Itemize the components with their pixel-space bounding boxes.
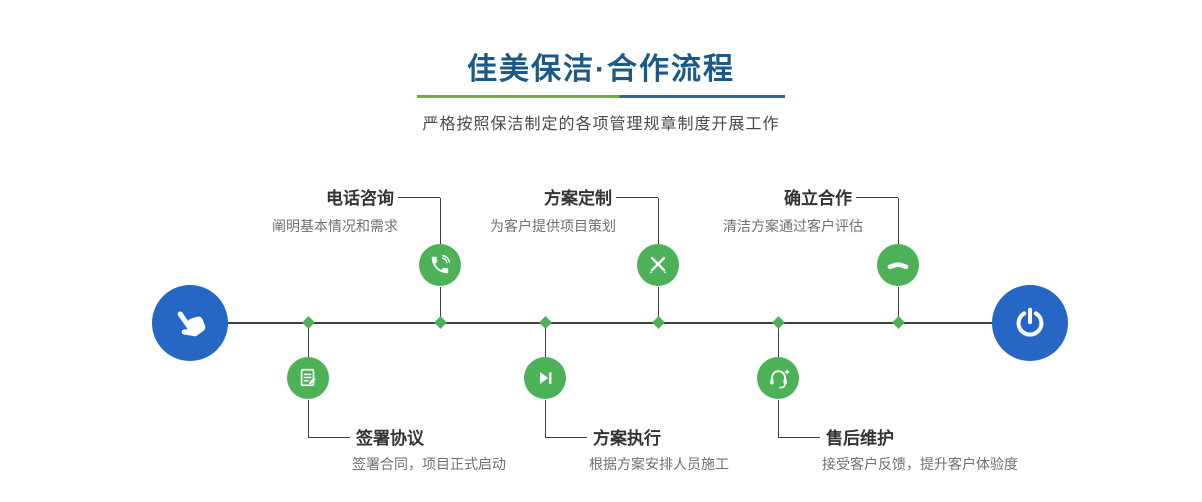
step-node (637, 244, 679, 286)
timeline-marker (772, 316, 785, 329)
step-title: 电话咨询 (326, 189, 394, 208)
step-node (757, 357, 799, 399)
step-node (877, 244, 919, 286)
design-icon (647, 254, 669, 276)
connector-line (308, 400, 309, 438)
connector-line (308, 326, 309, 357)
connector-line (545, 437, 587, 438)
connector-line (545, 400, 546, 438)
step-desc: 阐明基本情况和需求 (272, 218, 398, 234)
step-node (287, 357, 329, 399)
connector-line (308, 437, 350, 438)
connector-line (616, 197, 658, 198)
step-desc: 为客户提供项目策划 (490, 218, 616, 234)
connector-line (398, 197, 440, 198)
step-title: 售后维护 (826, 429, 894, 448)
connector-line (778, 437, 820, 438)
connector-line (856, 197, 898, 198)
execute-icon (534, 367, 556, 389)
step-desc: 签署合同，项目正式启动 (352, 456, 506, 472)
connector-line (440, 198, 441, 244)
title-underline (417, 95, 785, 98)
connector-line (898, 287, 899, 322)
step-desc: 清洁方案通过客户评估 (723, 218, 863, 234)
step-node (524, 357, 566, 399)
timeline-marker (652, 316, 665, 329)
connector-line (778, 326, 779, 357)
service-icon (767, 367, 790, 390)
page-title: 佳美保洁·合作流程 (467, 53, 735, 86)
page-subtitle: 严格按照保洁制定的各项管理规章制度开展工作 (422, 116, 780, 133)
connector-line (778, 400, 779, 438)
step-title: 确立合作 (784, 189, 852, 208)
timeline-start-node (152, 285, 228, 361)
connector-line (658, 198, 659, 244)
connector-line (440, 287, 441, 322)
step-title: 方案定制 (544, 189, 612, 208)
step-desc: 接受客户反馈，提升客户体验度 (822, 456, 1018, 472)
contract-icon (297, 367, 319, 389)
step-desc: 根据方案安排人员施工 (589, 456, 729, 472)
timeline-marker (539, 316, 552, 329)
connector-line (545, 326, 546, 357)
step-node (419, 244, 461, 286)
step-title: 方案执行 (593, 429, 661, 448)
timeline-end-node (992, 285, 1068, 361)
phone-icon (429, 254, 451, 276)
pointing-hand-icon (171, 304, 209, 342)
handshake-icon (886, 253, 910, 277)
power-icon (1012, 305, 1048, 341)
timeline-marker (892, 316, 905, 329)
connector-line (658, 287, 659, 322)
connector-line (898, 198, 899, 244)
timeline-line (190, 322, 1030, 324)
timeline-marker (434, 316, 447, 329)
timeline-marker (302, 316, 315, 329)
step-title: 签署协议 (356, 429, 424, 448)
